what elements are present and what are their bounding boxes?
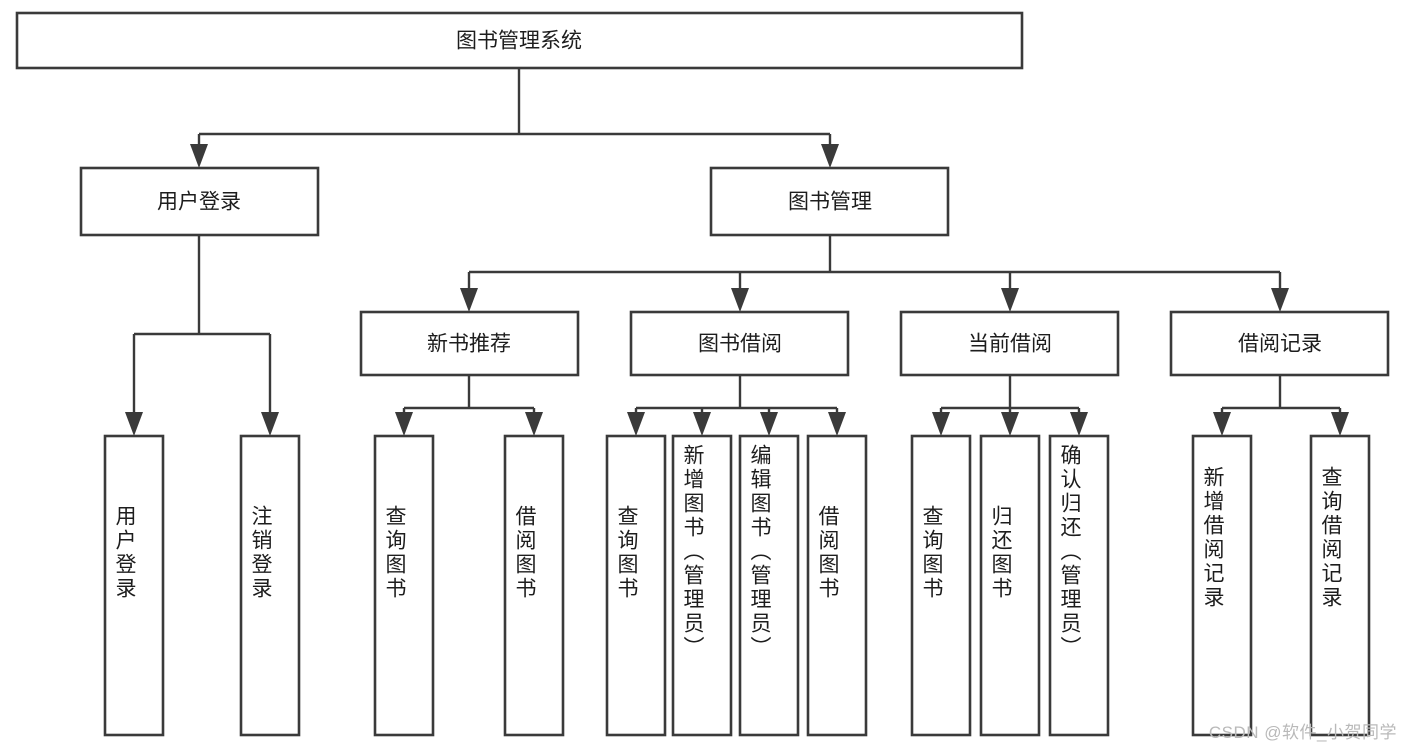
arrow-head-icon xyxy=(125,412,143,436)
leaf-box-borrow-book-1[interactable] xyxy=(503,434,565,737)
arrow-head-icon xyxy=(1331,412,1349,436)
leaf-box-query-book-2[interactable] xyxy=(605,434,667,737)
arrow-head-icon xyxy=(395,412,413,436)
node-book-manage-label: 图书管理 xyxy=(788,191,872,214)
leaf-box-borrow-book-2[interactable] xyxy=(806,434,868,737)
node-root-box[interactable] xyxy=(15,11,1024,70)
node-new-book-recommend-label: 新书推荐 xyxy=(427,333,511,356)
arrow-head-icon xyxy=(760,412,778,436)
arrow-head-icon xyxy=(261,412,279,436)
node-borrow-record[interactable]: 借阅记录 xyxy=(1169,310,1390,377)
leaf-box-query-record[interactable] xyxy=(1309,434,1371,737)
arrow-head-icon xyxy=(190,144,208,168)
node-new-book-recommend-box[interactable] xyxy=(359,310,580,377)
connector-user-login-to-leaves xyxy=(125,235,279,436)
node-new-book-recommend[interactable]: 新书推荐 xyxy=(359,310,580,377)
leaf-box-query-book-1[interactable] xyxy=(373,434,435,737)
arrow-head-icon xyxy=(460,288,478,312)
leaf-box-user-login[interactable] xyxy=(103,434,165,737)
node-book-borrow-label: 图书借阅 xyxy=(698,333,782,356)
node-book-manage[interactable]: 图书管理 xyxy=(709,166,950,237)
node-user-login-box[interactable] xyxy=(79,166,320,237)
connector-new-book-recommend-to-leaves xyxy=(395,375,543,436)
leaf-box-add-book[interactable] xyxy=(671,434,733,737)
leaf-box-edit-book[interactable] xyxy=(738,434,800,737)
leaf-box-logout[interactable] xyxy=(239,434,301,737)
node-current-borrow-label: 当前借阅 xyxy=(968,333,1052,356)
arrow-head-icon xyxy=(1001,412,1019,436)
connector-current-borrow-to-leaves xyxy=(932,375,1088,436)
arrow-head-icon xyxy=(525,412,543,436)
arrow-head-icon xyxy=(693,412,711,436)
node-current-borrow-box[interactable] xyxy=(899,310,1120,377)
node-user-login-label: 用户登录 xyxy=(157,191,241,214)
connector-borrow-record-to-leaves xyxy=(1213,375,1349,436)
connector-book-manage-to-level3 xyxy=(460,235,1289,312)
leaf-box-query-book-3[interactable] xyxy=(910,434,972,737)
connector-book-borrow-to-leaves xyxy=(627,375,846,436)
node-book-borrow[interactable]: 图书借阅 xyxy=(629,310,850,377)
leaf-box-confirm-return[interactable] xyxy=(1048,434,1110,737)
node-root-label: 图书管理系统 xyxy=(456,30,582,53)
arrow-head-icon xyxy=(828,412,846,436)
node-root[interactable]: 图书管理系统 xyxy=(15,11,1024,70)
leaf-box-return-book[interactable] xyxy=(979,434,1041,737)
node-borrow-record-label: 借阅记录 xyxy=(1238,333,1322,356)
arrow-head-icon xyxy=(1001,288,1019,312)
arrow-head-icon xyxy=(821,144,839,168)
arrow-head-icon xyxy=(932,412,950,436)
node-current-borrow[interactable]: 当前借阅 xyxy=(899,310,1120,377)
arrow-head-icon xyxy=(627,412,645,436)
arrow-head-icon xyxy=(731,288,749,312)
arrow-head-icon xyxy=(1213,412,1231,436)
connector-root-to-level2 xyxy=(190,68,839,168)
arrow-head-icon xyxy=(1070,412,1088,436)
watermark-text: CSDN @软件_小贺同学 xyxy=(1208,723,1397,742)
node-user-login[interactable]: 用户登录 xyxy=(79,166,320,237)
leaf-box-add-record[interactable] xyxy=(1191,434,1253,737)
arrow-head-icon xyxy=(1271,288,1289,312)
